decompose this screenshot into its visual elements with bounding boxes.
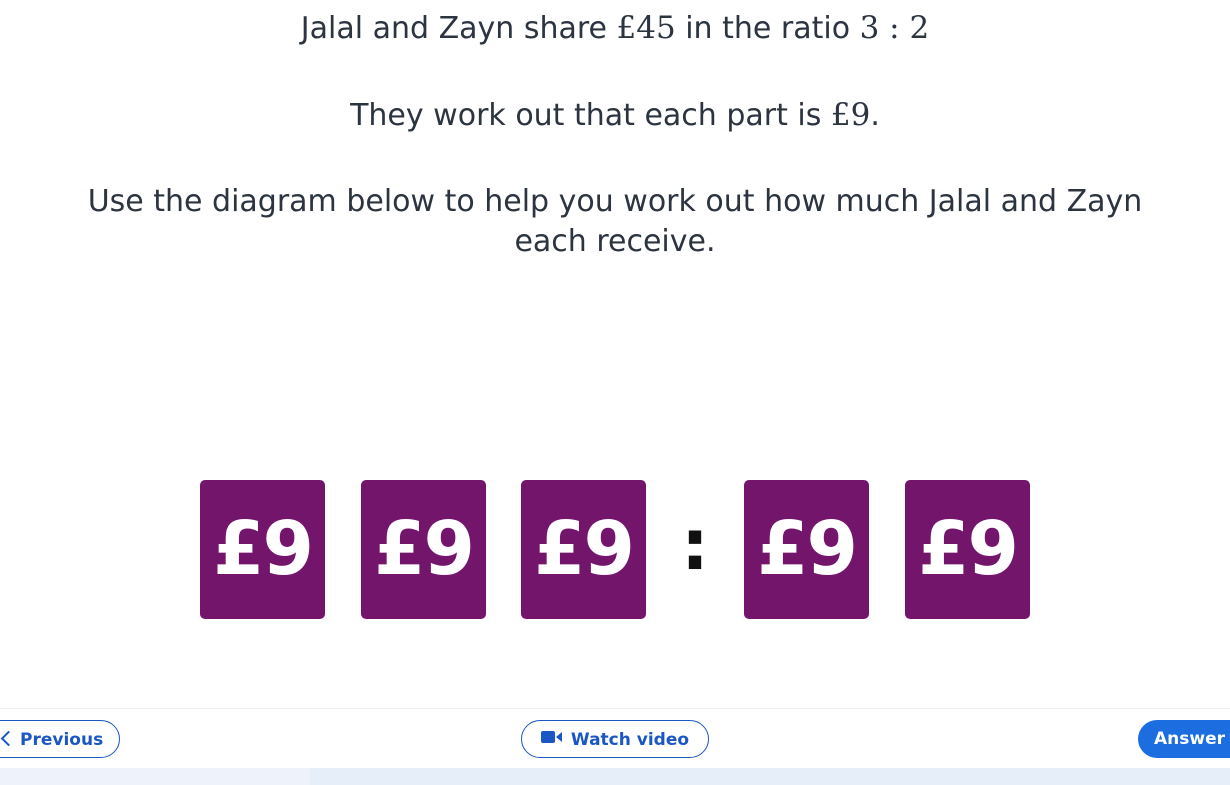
previous-button[interactable]: Previous — [0, 720, 120, 758]
jalal-part-tile: £9 — [200, 480, 325, 619]
question-line-2: They work out that each part is £9. — [0, 93, 1230, 138]
part-amount: £9 — [830, 97, 871, 133]
footer-divider — [0, 708, 1230, 709]
question-text: Jalal and Zayn share — [300, 11, 617, 46]
jalal-part-tile: £9 — [521, 480, 646, 619]
ratio-value: 3 : 2 — [859, 10, 930, 46]
question-text: . — [870, 98, 880, 133]
ratio-diagram: £9 £9 £9 : £9 £9 — [0, 480, 1230, 619]
answer-label: Answer — [1154, 729, 1225, 749]
question-text: in the ratio — [675, 11, 860, 46]
chevron-left-icon — [0, 730, 17, 747]
watch-video-button[interactable]: Watch video — [521, 720, 709, 758]
zayn-part-tile: £9 — [905, 480, 1030, 619]
question-text: They work out that each part is — [350, 98, 831, 133]
watch-video-label: Watch video — [570, 730, 690, 750]
jalal-part-tile: £9 — [361, 480, 486, 619]
question-line-1: Jalal and Zayn share £45 in the ratio 3 … — [0, 6, 1230, 51]
previous-label: Previous — [20, 730, 104, 750]
ratio-separator: : — [681, 504, 709, 586]
question-line-3: Use the diagram below to help you work o… — [87, 184, 1143, 219]
video-camera-icon — [540, 720, 563, 758]
answer-button[interactable]: Answer — [1138, 720, 1230, 758]
footer-band-accent — [310, 768, 1230, 785]
zayn-part-tile: £9 — [744, 480, 869, 619]
question-line-4: each receive. — [514, 224, 716, 259]
total-amount: £45 — [616, 10, 676, 46]
